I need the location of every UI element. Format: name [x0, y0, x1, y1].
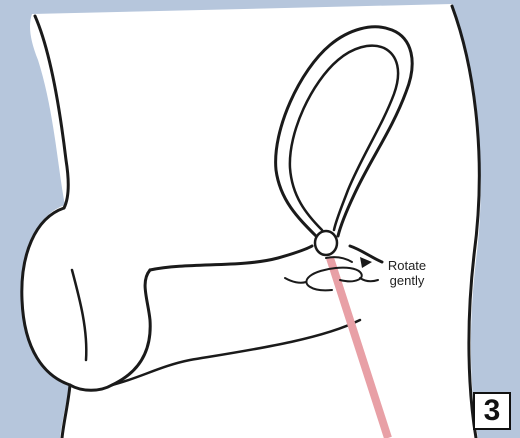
annotation-line-1: Rotate — [372, 258, 442, 273]
swab-tip — [315, 231, 337, 255]
rotate-gently-label: Rotate gently — [372, 258, 442, 288]
annotation-line-2: gently — [372, 273, 442, 288]
step-number-badge: 3 — [473, 392, 511, 430]
